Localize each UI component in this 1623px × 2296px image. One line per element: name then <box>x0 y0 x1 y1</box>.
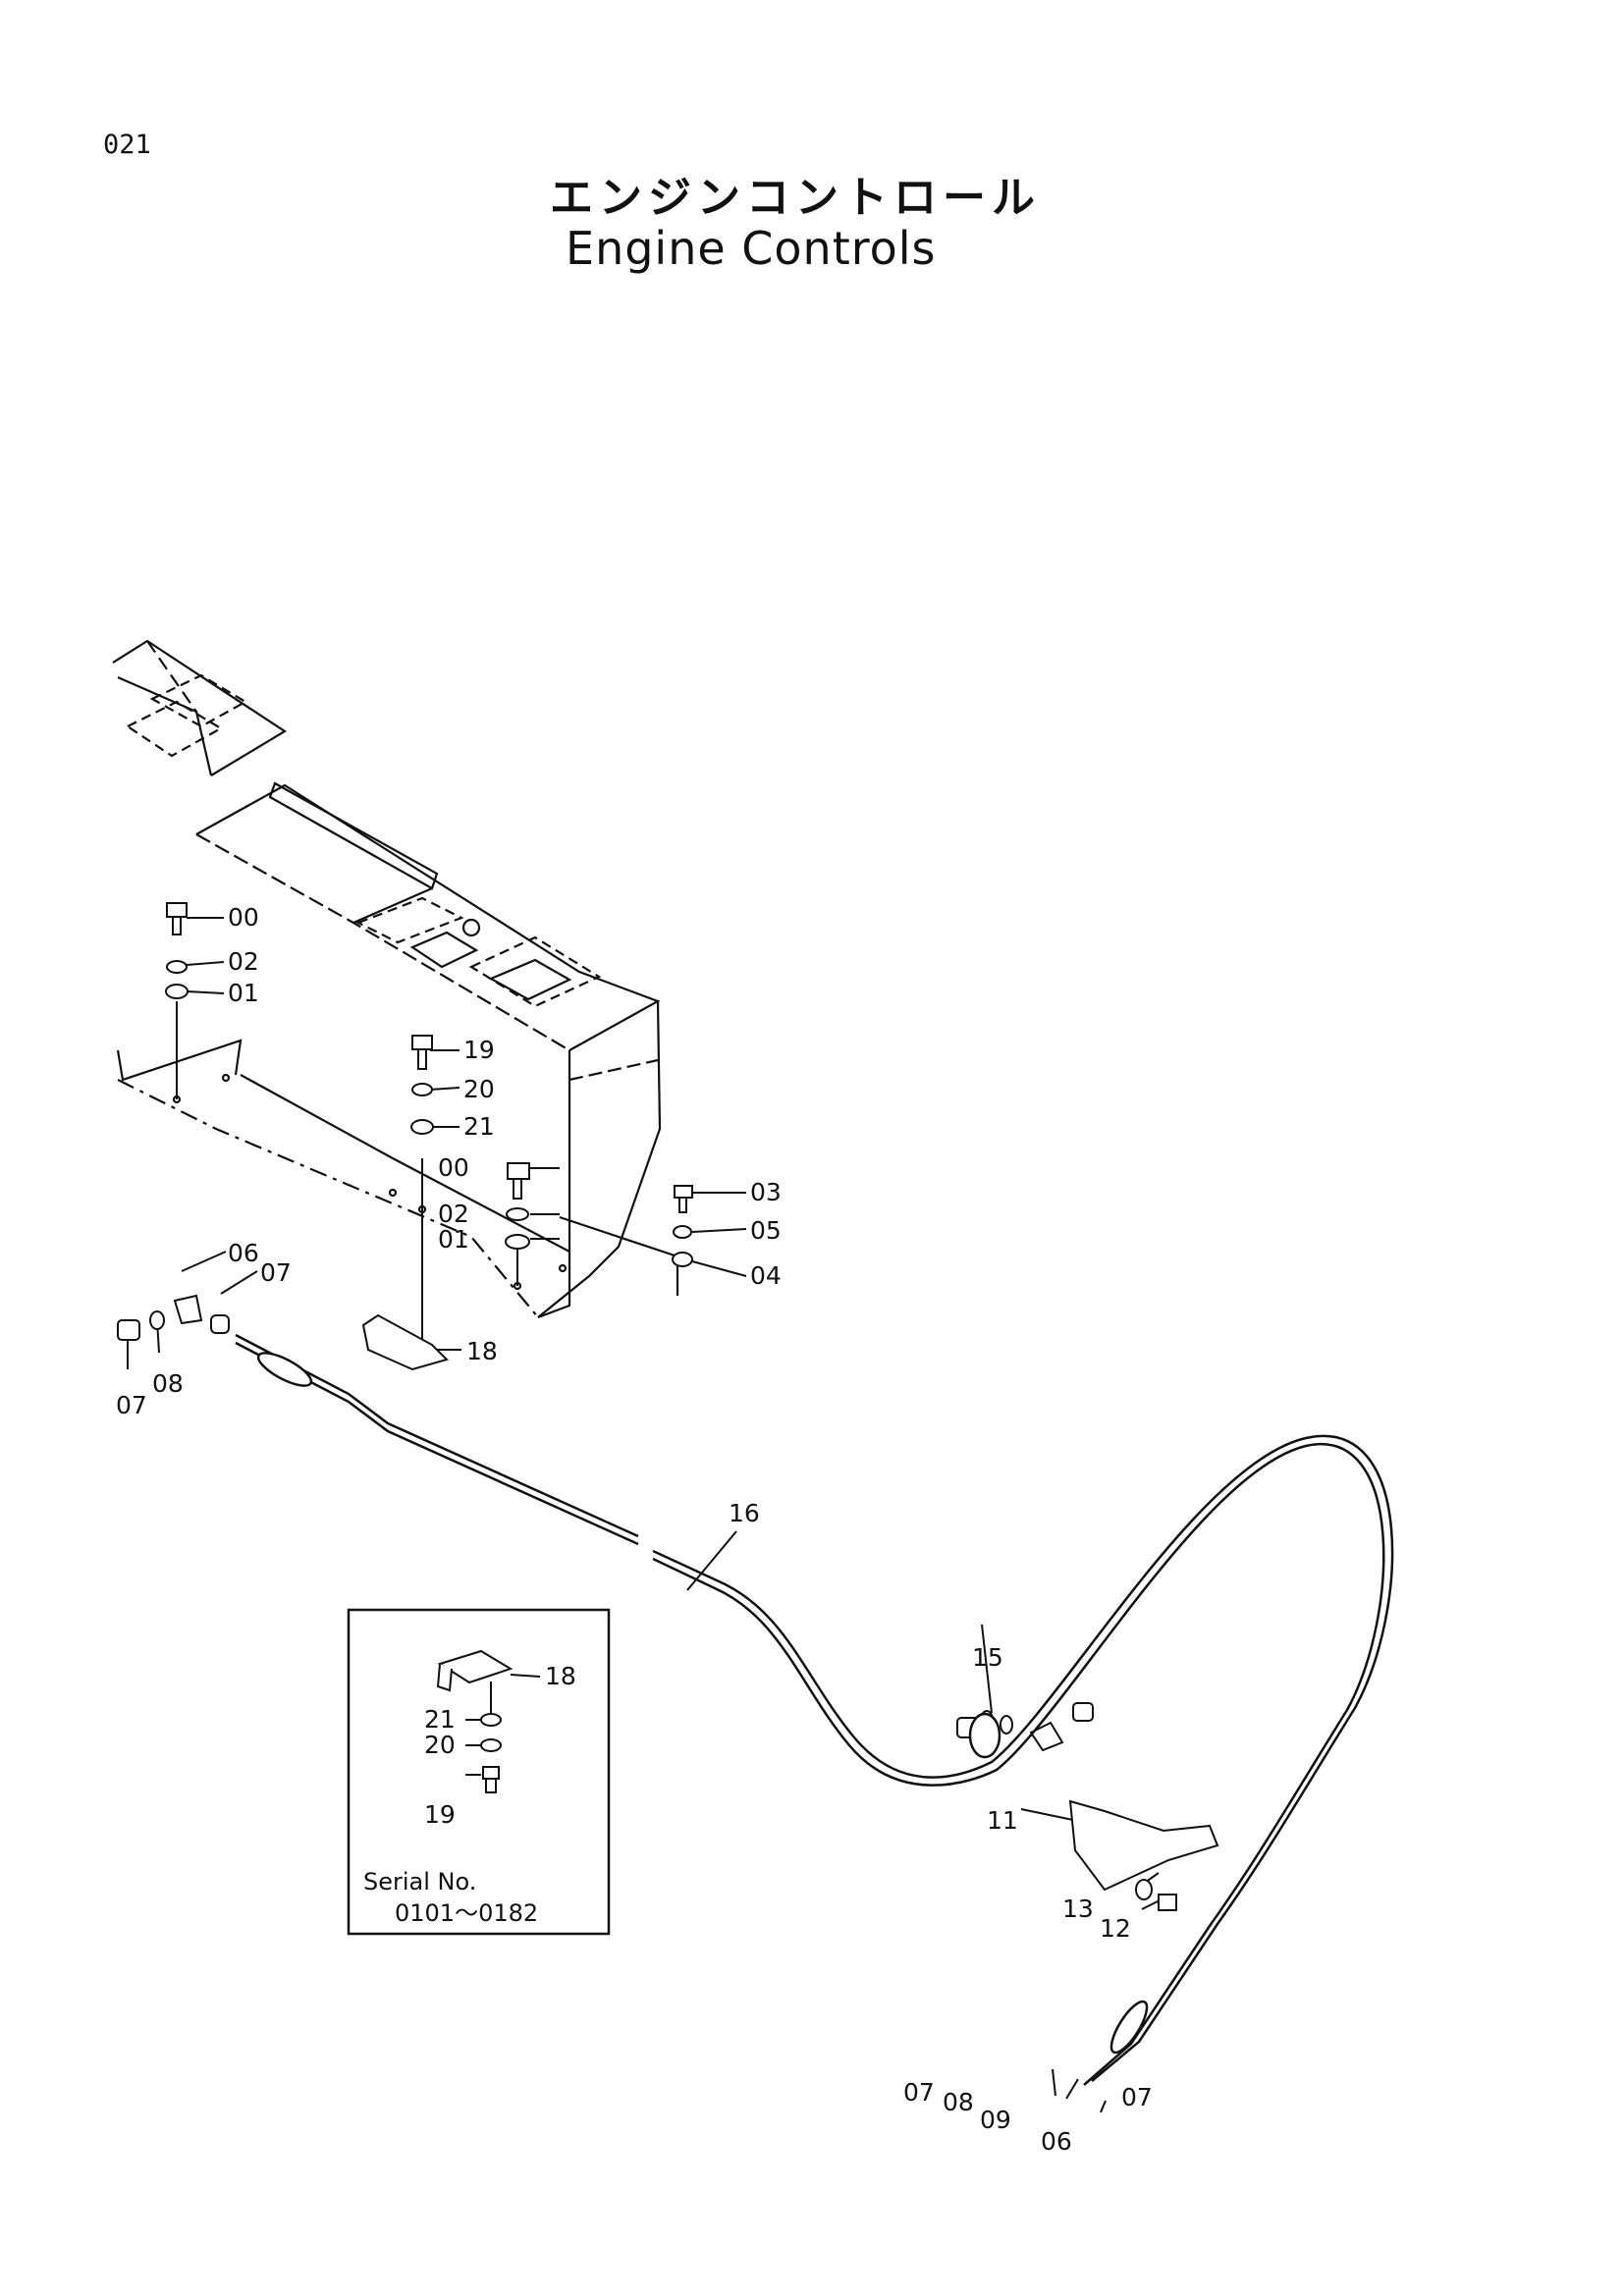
label-19: 19 <box>463 1036 495 1064</box>
serial-label: Serial No. <box>363 1868 476 1896</box>
callout-labels: 00 02 01 19 20 21 00 02 01 03 05 04 06 0… <box>116 903 1153 2156</box>
label-04: 04 <box>750 1261 782 1290</box>
fastener-leader-lines <box>127 917 1166 2113</box>
label-12: 12 <box>1100 1914 1131 1943</box>
label-00-left: 00 <box>228 903 259 932</box>
housing-drawing <box>112 639 679 1319</box>
label-08-left: 08 <box>152 1369 184 1398</box>
serial-inset-box: 18 21 20 19 Serial No. 0101～0182 <box>347 1608 611 1936</box>
inset-label-21: 21 <box>424 1705 456 1734</box>
label-15: 15 <box>972 1643 1003 1672</box>
label-05: 05 <box>750 1216 782 1245</box>
title-japanese: エンジンコントロール <box>550 173 1041 223</box>
page-number: 021 <box>103 130 151 160</box>
label-02-left: 02 <box>228 947 259 976</box>
label-21: 21 <box>463 1112 495 1141</box>
label-00-mid: 00 <box>438 1153 469 1182</box>
label-07-left-b: 07 <box>116 1391 147 1419</box>
inset-label-20: 20 <box>424 1731 456 1759</box>
label-18: 18 <box>466 1337 498 1365</box>
label-01-left: 01 <box>228 979 259 1007</box>
label-03: 03 <box>750 1178 782 1206</box>
control-cable <box>235 1333 1394 2086</box>
inset-frame <box>347 1608 611 1936</box>
serial-range: 0101～0182 <box>395 1899 538 1927</box>
fastener-parts <box>117 902 1219 1911</box>
label-11: 11 <box>987 1806 1018 1835</box>
label-07-right-b: 07 <box>1121 2083 1153 2111</box>
inset-label-18: 18 <box>545 1662 576 1690</box>
label-16: 16 <box>729 1499 760 1527</box>
label-06-right: 06 <box>1041 2127 1072 2156</box>
label-08-right: 08 <box>943 2088 974 2116</box>
label-07-right-a: 07 <box>903 2078 935 2107</box>
label-13: 13 <box>1062 1895 1094 1923</box>
label-07-left-a: 07 <box>260 1258 292 1287</box>
inset-label-19: 19 <box>424 1800 456 1829</box>
label-01-mid: 01 <box>438 1225 469 1254</box>
label-09-right: 09 <box>980 2106 1011 2134</box>
label-06-left: 06 <box>228 1239 259 1267</box>
label-20: 20 <box>463 1075 495 1103</box>
title-english: Engine Controls <box>566 222 937 275</box>
label-02-mid: 02 <box>438 1200 469 1228</box>
